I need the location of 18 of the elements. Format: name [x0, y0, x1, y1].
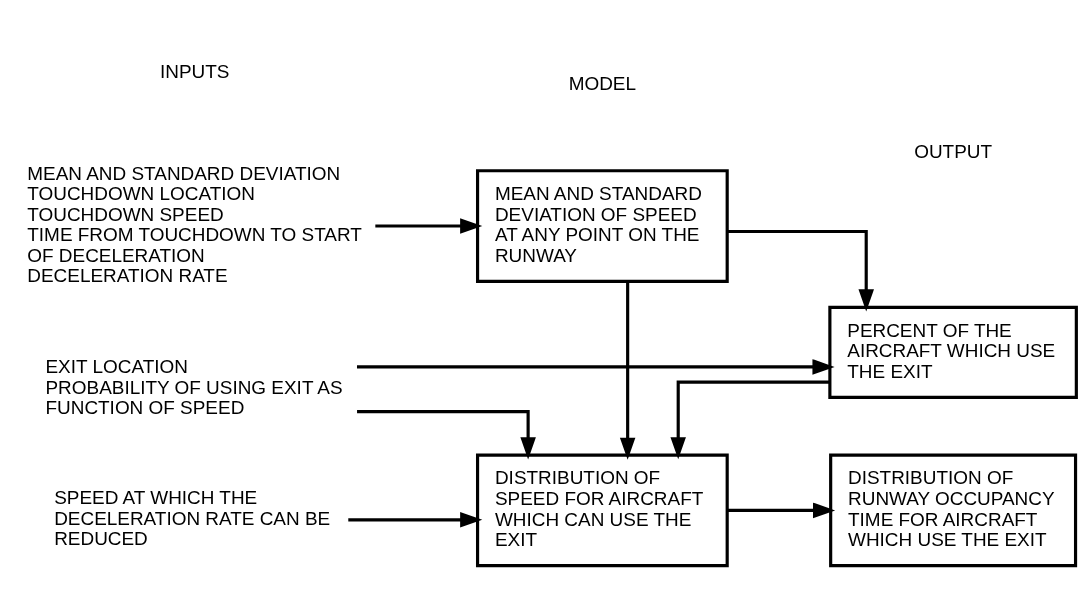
- node-box: PERCENT OF THE AIRCRAFT WHICH USE THE EXIT: [828, 305, 1078, 399]
- node-text: SPEED AT WHICH THE DECELERATION RATE CAN BE REDUCED: [54, 487, 331, 550]
- node-text: EXIT LOCATION PROBABILITY OF USING EXIT AS FUNCTION OF SPEED: [45, 356, 343, 419]
- arrow: [727, 229, 874, 312]
- node-box: DISTRIBUTION OF SPEED FOR AIRCRAFT WHICH CAN USE THE EXIT: [476, 453, 729, 568]
- arrow: [670, 380, 830, 460]
- arrow: [619, 281, 636, 460]
- label: INPUTS: [160, 60, 230, 82]
- node-text: MEAN AND STANDARD DEVIATION TOUCHDOWN LOCATION TOUCHDOWN SPEED TIME FROM TOUCHDOWN TO START OF DECELERATION DECELERATION RATE: [27, 162, 362, 287]
- arrow: [727, 502, 836, 519]
- node-box: MEAN AND STANDARD DEVIATION OF SPEED AT ANY POINT ON THE RUNWAY: [476, 169, 729, 283]
- arrow: [357, 410, 536, 460]
- label: MODEL: [568, 73, 637, 95]
- arrow: [375, 218, 483, 234]
- arrow: [348, 512, 483, 528]
- arrow: [357, 359, 835, 375]
- node-box: DISTRIBUTION OF RUNWAY OCCUPANCY TIME FOR AIRCRAFT WHICH USE THE EXIT: [829, 453, 1078, 568]
- label: OUTPUT: [914, 141, 993, 163]
